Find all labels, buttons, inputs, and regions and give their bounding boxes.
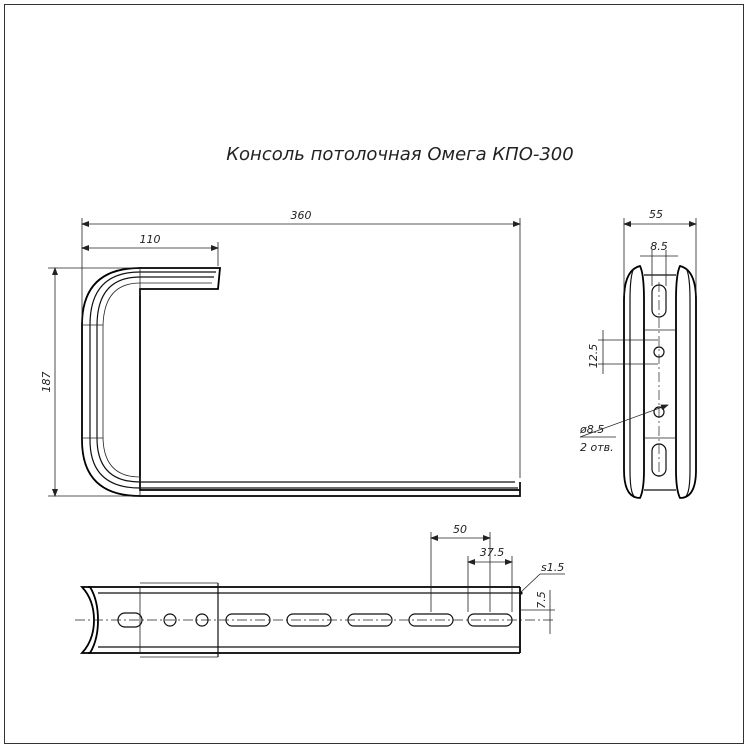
- front-view-inner-line-3: [102, 282, 212, 478]
- dim-height: 187: [40, 372, 53, 393]
- front-view-inner-line-1: [89, 271, 518, 489]
- plan-view: [75, 582, 555, 658]
- front-view-dimensions: 360 110 187: [40, 209, 521, 497]
- plan-view-end-slot: [117, 612, 143, 628]
- dim-flange-length: 110: [140, 233, 161, 246]
- dim-slot-offset: 7.5: [535, 591, 548, 609]
- plan-view-slot: [286, 613, 332, 627]
- dim-side-width: 55: [649, 208, 663, 221]
- leader-dot: [519, 591, 523, 595]
- front-view: [81, 267, 521, 497]
- front-view-inner-line-2: [96, 276, 515, 483]
- dim-hole-diameter: ø8.5: [579, 423, 604, 436]
- dim-slot-width: 8.5: [650, 240, 668, 253]
- plan-view-slot: [467, 613, 513, 627]
- plan-view-hole-1: [163, 613, 177, 627]
- plan-view-slot: [225, 613, 271, 627]
- plan-view-hole-2: [195, 613, 209, 627]
- leader-hole-diameter: [579, 404, 669, 438]
- dim-thickness: s1.5: [541, 561, 564, 574]
- side-view-right-flange: [675, 264, 697, 499]
- dim-slot-pitch: 50: [453, 523, 467, 536]
- plan-view-slot: [347, 613, 393, 627]
- drawing-title: Консоль потолочная Омега КПО-300: [226, 144, 573, 165]
- plan-view-slot: [408, 613, 454, 627]
- drawing-frame: [4, 4, 744, 744]
- dim-slot-length: 37.5: [480, 546, 505, 559]
- front-view-outline: [81, 267, 521, 497]
- side-view: [623, 264, 697, 499]
- dim-hole-pitch: 12.5: [587, 344, 600, 369]
- dim-overall-length: 360: [291, 209, 312, 222]
- dim-hole-count: 2 отв.: [580, 441, 614, 454]
- leader-thickness: [520, 573, 541, 593]
- side-view-right-inner: [685, 267, 691, 497]
- side-view-left-inner: [629, 267, 635, 497]
- side-view-left-flange: [623, 264, 645, 499]
- plan-view-dimensions: 50 37.5 s1.5 7.5: [430, 523, 565, 634]
- side-view-dimensions: 55 8.5 12.5 ø8.5 2 отв.: [579, 208, 697, 454]
